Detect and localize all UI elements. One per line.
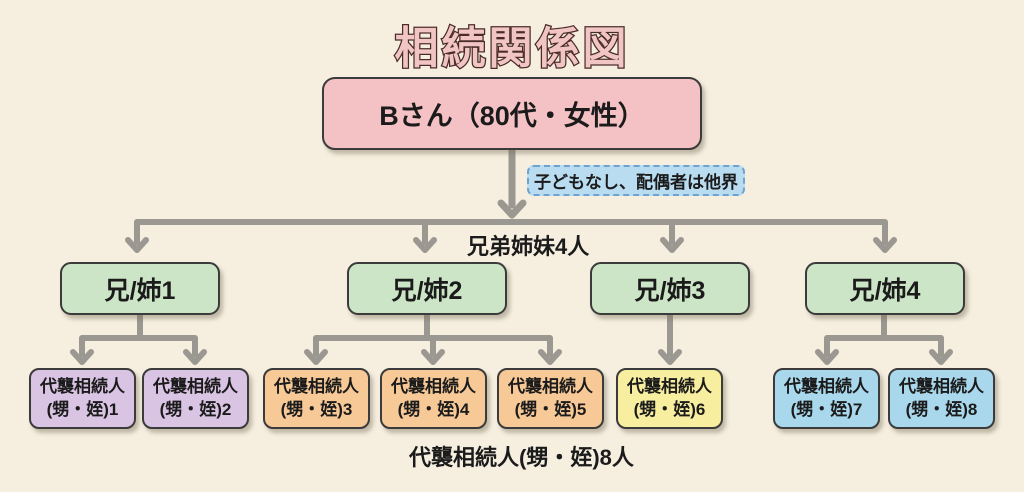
node-heir-1-line1: 代襲相続人	[40, 377, 125, 397]
node-sibling-2-label: 兄/姉2	[391, 276, 463, 305]
node-heir-3: 代襲相続人 (甥・姪)3	[263, 368, 370, 429]
annotation-note-label: 子どもなし、配偶者は他界	[534, 173, 738, 192]
node-sibling-2: 兄/姉2	[347, 262, 507, 315]
node-heir-2-line2: (甥・姪)2	[159, 399, 232, 419]
node-heir-5-line2: (甥・姪)5	[514, 399, 587, 419]
group4-rail-line	[824, 335, 944, 357]
sibling2-arrowhead-icon	[413, 237, 437, 253]
node-heir-5: 代襲相続人 (甥・姪)5	[497, 368, 604, 429]
node-root: Bさん（80代・女性）	[322, 77, 702, 150]
heir1-arrowhead-icon	[70, 349, 94, 365]
heirs-count-label: 代襲相続人(甥・姪)8人	[409, 445, 634, 470]
heir5-arrowhead-icon	[538, 349, 562, 365]
heir3-arrowhead-icon	[304, 349, 328, 365]
node-heir-4-line1: 代襲相続人	[391, 377, 476, 397]
node-sibling-4: 兄/姉4	[805, 262, 965, 315]
node-heir-8-line1: 代襲相続人	[899, 377, 984, 397]
heir2-arrowhead-icon	[183, 349, 207, 365]
node-heir-5-line1: 代襲相続人	[508, 377, 593, 397]
node-root-label: Bさん（80代・女性）	[379, 101, 645, 131]
sibling1-arrowhead-icon	[125, 237, 149, 253]
node-heir-3-line1: 代襲相続人	[274, 377, 359, 397]
heir4-arrowhead-icon	[421, 349, 445, 365]
heir8-arrowhead-icon	[929, 349, 953, 365]
node-heir-7: 代襲相続人 (甥・姪)7	[773, 368, 880, 429]
sibling3-arrowhead-icon	[660, 237, 684, 253]
group2-rail-line	[313, 335, 553, 357]
node-sibling-1-label: 兄/姉1	[104, 276, 176, 305]
heir6-arrowhead-icon	[658, 349, 682, 365]
node-heir-6: 代襲相続人 (甥・姪)6	[616, 368, 723, 429]
node-heir-4: 代襲相続人 (甥・姪)4	[380, 368, 487, 429]
node-heir-4-line2: (甥・姪)4	[397, 399, 470, 419]
annotation-note: 子どもなし、配偶者は他界	[527, 165, 745, 196]
node-heir-6-line1: 代襲相続人	[627, 377, 712, 397]
node-heir-8-line2: (甥・姪)8	[905, 399, 978, 419]
node-sibling-3: 兄/姉3	[590, 262, 750, 315]
node-sibling-1: 兄/姉1	[60, 262, 220, 315]
node-heir-3-line2: (甥・姪)3	[280, 399, 353, 419]
group1-rail-line	[79, 335, 198, 357]
heir7-arrowhead-icon	[815, 349, 839, 365]
siblings-count-label: 兄弟姉妹4人	[467, 234, 590, 259]
node-heir-8: 代襲相続人 (甥・姪)8	[888, 368, 995, 429]
node-heir-7-line2: (甥・姪)7	[790, 399, 863, 419]
node-heir-6-line2: (甥・姪)6	[633, 399, 706, 419]
node-sibling-4-label: 兄/姉4	[849, 276, 921, 305]
node-sibling-3-label: 兄/姉3	[634, 276, 706, 305]
node-heir-1: 代襲相続人 (甥・姪)1	[29, 368, 136, 429]
root-arrowhead-icon	[497, 199, 527, 219]
node-heir-2: 代襲相続人 (甥・姪)2	[142, 368, 249, 429]
sibling4-arrowhead-icon	[873, 237, 897, 253]
node-heir-2-line1: 代襲相続人	[153, 377, 238, 397]
node-heir-7-line1: 代襲相続人	[784, 377, 869, 397]
diagram-title: 相続関係図	[393, 23, 630, 75]
node-heir-1-line2: (甥・姪)1	[46, 399, 119, 419]
